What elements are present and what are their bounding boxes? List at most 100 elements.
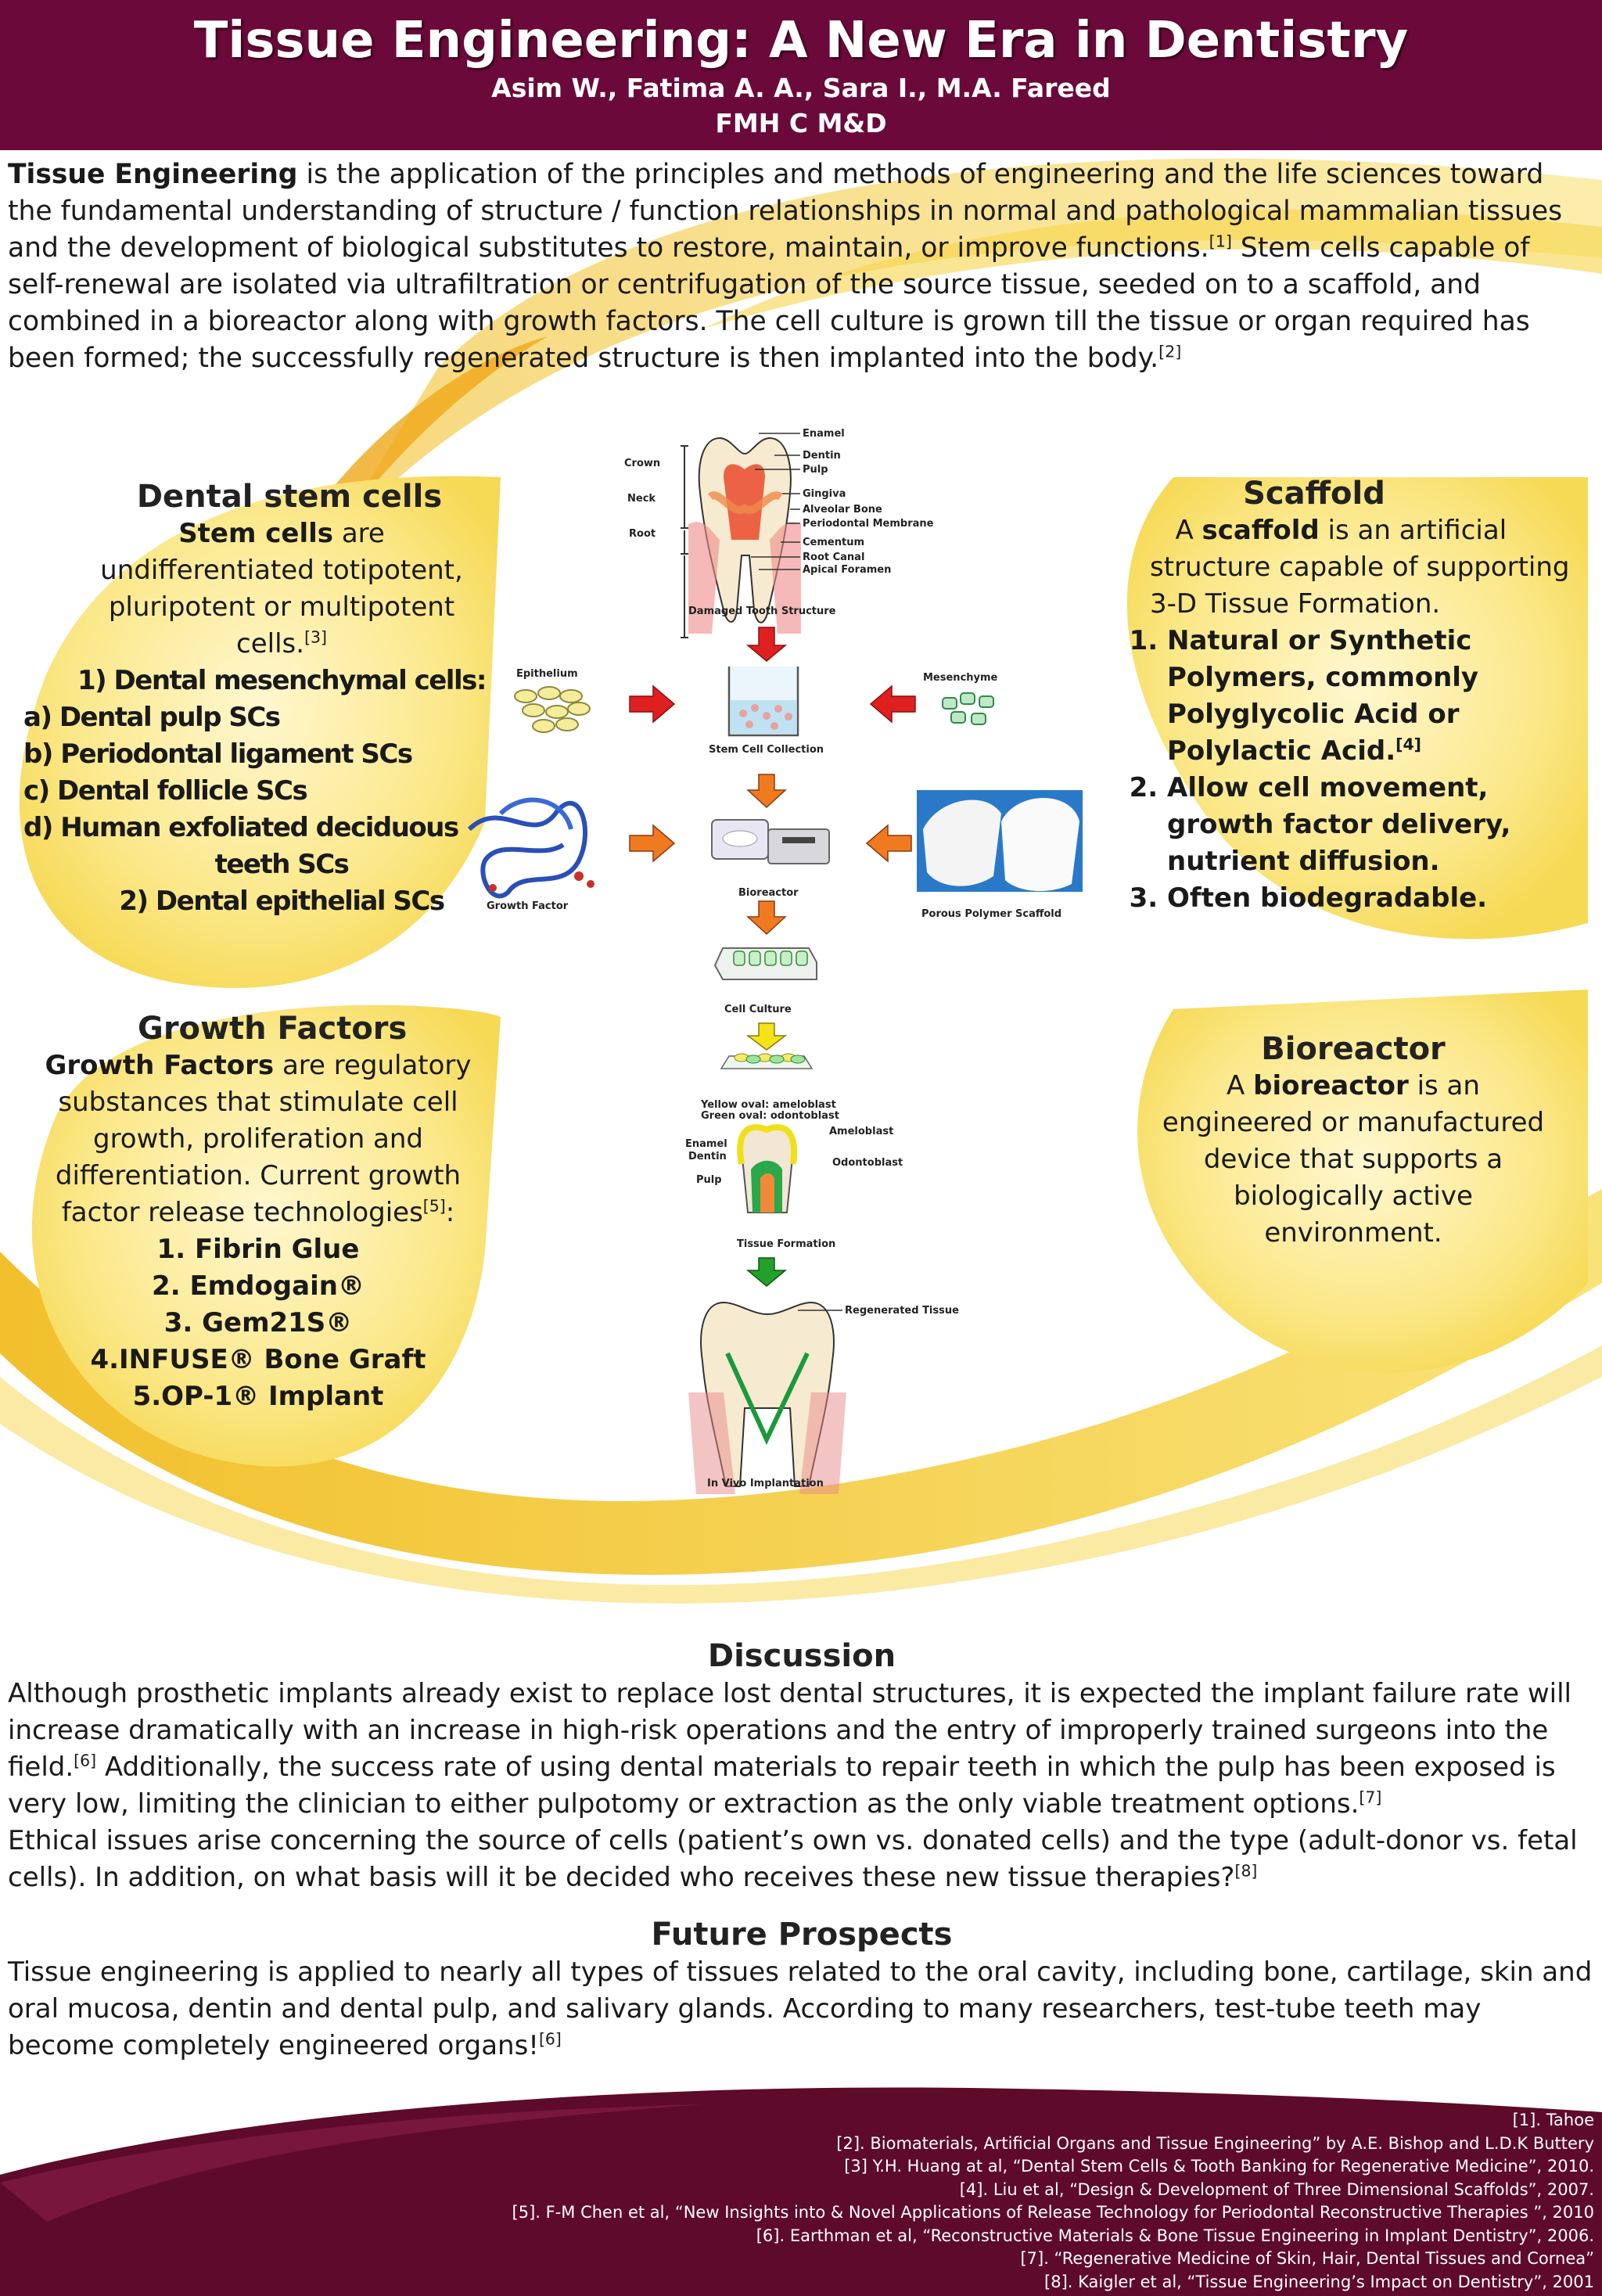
tissue-engineering-diagram: Crown Neck Root Enamel Dentin Pulp Gingi… [467,428,1083,1494]
stem-cells-panel: Dental stem cells Stem cells are undiffe… [23,479,493,920]
reference-item: [4]. Liu et al, “Design & Development of… [959,2179,1594,2199]
bioreactor-text: is an engineered or manufactured device … [1162,1070,1545,1249]
label-yellow-oval: Yellow oval: ameloblast [700,1099,836,1111]
label-root-canal: Root Canal [803,552,864,563]
label-epithelium: Epithelium [516,668,578,680]
poster-authors: Asim W., Fatima A. A., Sara I., M.A. Far… [491,73,1111,103]
label-growth-factor: Growth Factor [487,900,569,912]
stem-cells-item-d-cont: teeth SCs [214,849,350,880]
future-ref: [6] [538,2029,562,2049]
scaffold-panel: Scaffold A scaffold is an artificial str… [1126,476,1596,917]
growth-factors-text: are regulatory substances that stimulate… [55,1050,472,1228]
label-tissue-formation: Tissue Formation [737,1238,835,1250]
label-alveolar: Alveolar Bone [803,504,882,516]
growth-factor-protein [467,797,587,899]
stem-cells-item-2: 2) Dental epithelial SCs [119,886,445,917]
bioreactor-device [711,819,830,864]
growth-factors-term: Growth Factors [45,1050,275,1081]
stem-cells-item-a: a) Dental pulp SCs [23,702,281,733]
tissue-formation-illustration [737,1124,798,1213]
growth-factors-panel: Growth Factors Growth Factors are regula… [39,1011,477,1415]
scaffold-item-1-text: Natural or Synthetic Polymers, commonly … [1167,625,1479,767]
future-paragraph: Tissue engineering is applied to nearly … [8,1954,1596,2064]
arrow-down-icon [746,774,787,809]
label-gingiva: Gingiva [803,488,846,500]
reference-item: [1]. Tahoe [1512,2111,1594,2129]
growth-factor-item: 4.INFUSE® Bone Graft [90,1344,426,1375]
scaffold-item-1: Natural or Synthetic Polymers, commonly … [1167,623,1596,770]
label-neck: Neck [627,493,656,505]
discussion-text-1: Although prosthetic implants already exi… [8,1678,1571,1783]
regenerated-tooth-illustration [688,1301,846,1494]
label-enamel-2: Enamel [685,1138,727,1150]
discussion-ref-8: [8] [1234,1861,1258,1881]
label-damaged: Damaged Tooth Structure [688,605,836,617]
stem-cells-ref: [3] [304,627,327,647]
reference-item: [6]. Earthman et al, “Reconstructive Mat… [756,2226,1594,2245]
growth-factors-list: 1. Fibrin Glue 2. Emdogain® 3. Gem21S® 4… [39,1231,477,1415]
discussion-ref-7: [7] [1359,1788,1382,1807]
bioreactor-term: bioreactor [1253,1070,1409,1101]
label-apical: Apical Foramen [803,564,891,576]
scaffold-list: Natural or Synthetic Polymers, commonly … [1126,623,1596,917]
label-mesenchyme: Mesenchyme [923,672,998,684]
growth-factors-heading: Growth Factors [138,1011,408,1047]
stem-cells-definition: Stem cells are undifferentiated totipote… [23,516,493,663]
label-odontoblast: Odontoblast [832,1157,903,1169]
scaffold-term: scaffold [1202,515,1320,546]
label-enamel: Enamel [803,428,845,440]
intro-ref-2: [2] [1158,342,1182,361]
arrow-left-icon [869,684,916,724]
arrow-down-icon [746,900,787,936]
poster-institution: FMH C M&D [715,108,887,138]
stem-cells-term: Stem cells [178,518,334,549]
scaffold-definition: A scaffold is an artificial structure ca… [1126,512,1596,623]
arrow-right-icon [629,684,676,724]
scaffold-text: is an artificial structure capable of su… [1150,515,1570,620]
bioreactor-heading: Bioreactor [1261,1031,1446,1067]
poster-title: Tissue Engineering: A New Era in Dentist… [193,12,1409,70]
stem-cells-item-c: c) Dental follicle SCs [23,775,308,807]
poster-header: Tissue Engineering: A New Era in Dentist… [0,0,1602,150]
label-crown: Crown [624,458,660,469]
discussion-paragraph-2: Ethical issues arise concerning the sour… [8,1823,1596,1896]
intro-ref-1: [1] [1209,232,1232,251]
scaffold-item-1-ref: [4] [1395,735,1421,754]
future-section: Future Prospects Tissue engineering is a… [8,1915,1596,2064]
reference-item: [8]. Kaigler et al, “Tissue Engineering’… [1044,2272,1594,2291]
culture-plate-cells [720,1053,814,1069]
scaffold-heading: Scaffold [1243,476,1385,512]
bioreactor-definition: A bioreactor is an engineered or manufac… [1150,1068,1557,1252]
arrow-down-icon [745,1022,788,1051]
label-regenerated: Regenerated Tissue [845,1305,959,1317]
future-heading: Future Prospects [651,1917,953,1953]
arrow-down-icon [745,1257,788,1287]
label-pulp: Pulp [803,464,828,476]
scaffold-pre: A [1175,515,1202,546]
damaged-tooth-illustration [681,437,801,638]
growth-factor-item: 5.OP-1® Implant [132,1381,384,1412]
stem-cells-item-d: d) Human exfoliated deciduous [23,812,459,843]
arrow-right-icon [629,824,676,863]
label-cell-culture: Cell Culture [724,1004,792,1015]
growth-factor-item: 3. Gem21S® [163,1307,353,1338]
stem-cells-heading: Dental stem cells [136,479,443,515]
discussion-heading: Discussion [707,1638,896,1674]
arrow-down-icon [745,627,788,662]
scaffold-item-3: Often biodegradable. [1167,880,1596,917]
mesenchyme-cells [942,692,994,725]
reference-item: [3] Y.H. Huang at al, “Dental Stem Cells… [844,2157,1594,2176]
label-pulp-2: Pulp [696,1174,722,1186]
cell-culture-plate [713,947,817,980]
intro-term: Tissue Engineering [8,159,298,190]
discussion-text-3: Ethical issues arise concerning the sour… [8,1825,1578,1893]
label-ameloblast: Ameloblast [829,1126,893,1137]
growth-factors-definition: Growth Factors are regulatory substances… [39,1047,477,1231]
porous-scaffold-image [917,790,1083,892]
stem-cells-text: are undifferentiated totipotent, pluripo… [100,518,463,659]
label-bioreactor: Bioreactor [738,887,799,899]
label-root: Root [629,528,656,540]
arrow-left-icon [865,824,912,863]
discussion-paragraph-1: Although prosthetic implants already exi… [8,1676,1596,1823]
